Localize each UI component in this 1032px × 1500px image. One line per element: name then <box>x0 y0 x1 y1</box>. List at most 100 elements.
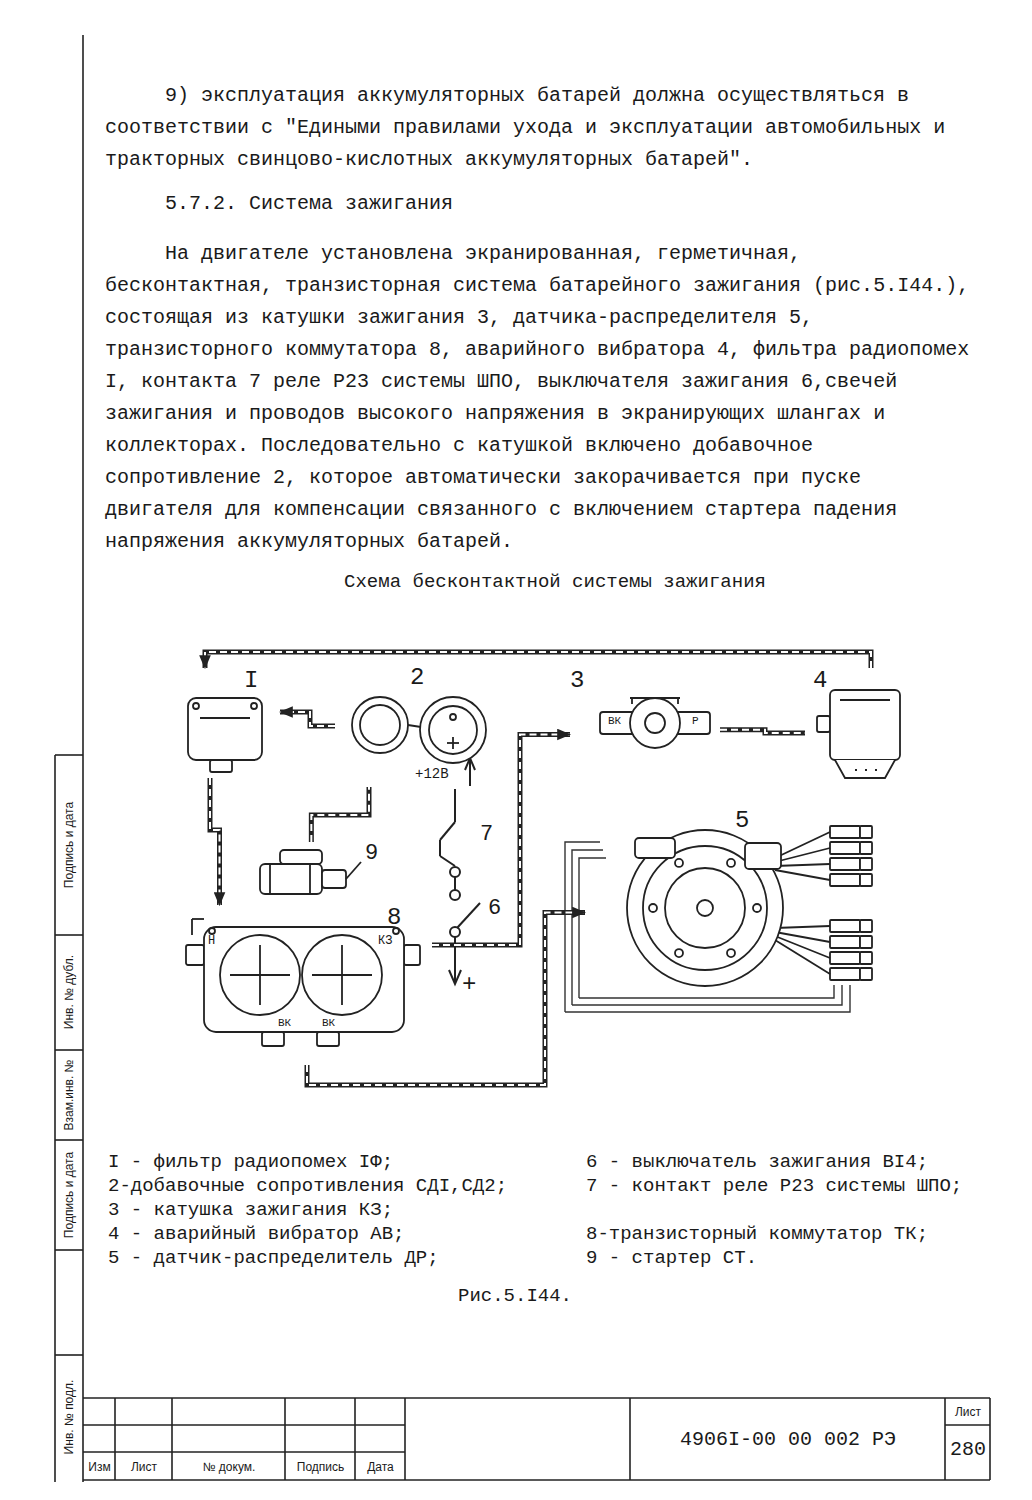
shield-core <box>205 652 871 668</box>
terminal-label: КЗ <box>378 935 392 948</box>
bundle-wire <box>579 985 834 998</box>
stamp-cell-text: Дата <box>356 1458 405 1476</box>
stamp-line <box>55 934 83 936</box>
cover-mark <box>259 945 261 1005</box>
shielded-wire <box>311 787 369 842</box>
stamp-cell-text: Подпись и дата <box>61 760 77 930</box>
terminal-block <box>830 936 860 948</box>
component-drawing <box>255 842 380 900</box>
figure-title: Схема бесконтактной системы зажигания <box>200 566 910 598</box>
plus-mark <box>452 737 454 749</box>
distributor-lead <box>775 926 830 928</box>
terminal-block <box>830 920 860 932</box>
body-paragraph: На двигателе установлена экранированная,… <box>105 238 980 558</box>
arrow-head <box>545 912 585 913</box>
figure-caption: Рис.5.I44. <box>400 1280 630 1312</box>
stamp-cell-text: Лист <box>946 1403 990 1421</box>
bundle-wire <box>572 985 842 1005</box>
shielded-wire <box>205 652 871 668</box>
callout-number: 6 <box>488 896 508 922</box>
legend-item: 4 - аварийный вибратор АВ; <box>108 1222 578 1246</box>
resistor-housing <box>352 697 408 753</box>
wire <box>439 840 441 856</box>
terminal-block <box>830 874 860 886</box>
legend-item: 5 - датчик-распределитель ДР; <box>108 1246 578 1270</box>
callout-number: 4 <box>813 668 827 694</box>
arrow-head <box>280 712 310 713</box>
stamp-line <box>83 1397 990 1399</box>
coil-body <box>630 698 680 748</box>
legend-item: 7 - контакт реле Р23 системы ШПО; <box>586 1174 986 1198</box>
stamp-cell-text: Инв. № подл. <box>61 1356 77 1478</box>
switch-blade <box>457 903 480 928</box>
component-outline <box>627 826 872 986</box>
filter-unit: I <box>180 668 280 778</box>
shielded-wire <box>720 730 805 733</box>
resistor-inner <box>429 706 477 754</box>
stamp-line <box>55 1249 83 1251</box>
legend-item: 6 - выключатель зажигания ВI4; <box>586 1150 986 1174</box>
component-drawing <box>585 808 885 998</box>
rotor-shaft <box>697 900 713 916</box>
bottom-socket <box>317 1032 339 1046</box>
stamp-line <box>55 1049 83 1051</box>
shielded-wire <box>210 778 220 905</box>
starter-body <box>260 864 322 894</box>
terminal-label: Н <box>208 935 215 948</box>
callout-number: I <box>244 668 258 694</box>
resistor-link <box>408 725 421 727</box>
cap-terminal <box>727 859 735 867</box>
terminal-cap <box>860 936 872 948</box>
component-outline <box>817 690 900 778</box>
stamp-line <box>83 1451 405 1453</box>
bundle-wire <box>565 985 850 1012</box>
arrow-head <box>449 970 461 984</box>
ground-lead <box>192 918 204 920</box>
shield-core <box>311 787 369 842</box>
stamp-line <box>404 1398 406 1480</box>
terminal-dot <box>450 714 456 720</box>
starter-nose <box>322 870 346 888</box>
housing-seam <box>200 717 250 719</box>
leader-line <box>346 862 361 879</box>
bundle-wire <box>572 850 603 1005</box>
terminal-label: Р <box>692 715 699 727</box>
stamp-cell-text: № докум. <box>173 1458 285 1476</box>
shielded-wire <box>210 778 220 905</box>
callout-number: 3 <box>570 668 584 694</box>
stamp-cell-text: Инв. № дубл. <box>61 937 77 1047</box>
terminal-block <box>830 826 860 838</box>
cap-terminal <box>675 949 683 957</box>
stamp-line <box>989 1398 991 1480</box>
stamp-cell-text: 4906I-00 00 002 РЭ <box>632 1426 944 1454</box>
shielded-wire <box>280 712 335 726</box>
coil-flange <box>600 712 710 734</box>
frame-lines <box>55 35 990 1482</box>
resistor-unit: 2+12В <box>335 665 505 787</box>
wire <box>454 789 456 822</box>
sensor-connector <box>745 843 781 869</box>
legend-item: I - фильтр радиопомех IФ; <box>108 1150 578 1174</box>
bundle-wire <box>565 842 600 1012</box>
distributor-lead <box>775 940 830 974</box>
relay-contact-symbol <box>440 758 480 984</box>
distributor-lead <box>775 932 830 942</box>
terminal-block <box>830 858 860 870</box>
body-seam <box>309 864 311 894</box>
rotor-area <box>665 868 745 948</box>
stamp-line <box>945 1424 990 1426</box>
terminal-label: ВК <box>278 1017 291 1029</box>
coil-clamp <box>630 697 680 699</box>
stamp-line <box>354 1398 356 1480</box>
margin-line <box>82 35 84 1482</box>
terminal-block <box>830 952 860 964</box>
callout-number: + <box>462 972 482 998</box>
wire <box>454 877 456 890</box>
callout-number: 7 <box>480 822 500 848</box>
stamp-line <box>55 754 83 756</box>
terminal-label: ВК <box>322 1017 335 1029</box>
sensor-distributor: 5 <box>585 808 885 998</box>
commutator-housing <box>204 927 404 1032</box>
resistor-inner <box>360 705 400 745</box>
pin <box>865 769 867 771</box>
